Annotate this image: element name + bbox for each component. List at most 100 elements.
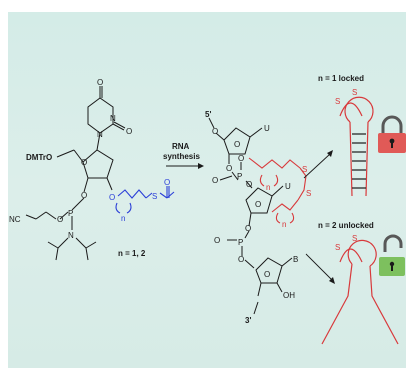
unlocked-label: n = 2 unlocked <box>318 221 374 230</box>
oxygen-label: O <box>238 255 244 264</box>
ring-nitrogen-label: N <box>97 130 103 139</box>
stem-strand-right <box>365 121 369 197</box>
sulfur-label: S <box>306 189 311 198</box>
bond <box>276 282 283 293</box>
phosphorus-label: P <box>238 238 243 247</box>
amine-nitrogen-label: N <box>68 231 74 240</box>
bond <box>55 247 59 261</box>
bond <box>257 282 262 297</box>
repeat-n-label: n <box>282 220 286 229</box>
bond <box>71 197 85 211</box>
three-prime-label: 3' <box>245 316 251 325</box>
sulfur-label: S <box>152 192 157 201</box>
arrow-head <box>198 163 204 169</box>
figure-panel <box>8 12 406 368</box>
oxygen-label: O <box>264 270 270 279</box>
bond <box>57 237 69 249</box>
bond <box>83 177 89 193</box>
staple-bracket-top <box>259 174 279 187</box>
bond <box>45 211 57 220</box>
oxygen-label: O <box>246 180 252 189</box>
carbonyl-bond <box>113 121 126 129</box>
base-bond <box>249 127 263 138</box>
rna-product <box>208 117 293 315</box>
hairpin-loop <box>344 96 374 123</box>
thioester-oxygen-label: O <box>164 178 170 187</box>
disulfide-staple <box>248 157 307 224</box>
bond <box>244 230 250 239</box>
phosphoramidite-reagent <box>25 86 126 261</box>
linker-bracket <box>115 202 132 214</box>
sulfur-label: S <box>352 234 357 243</box>
bond <box>248 212 252 227</box>
nitrile-label: NC <box>9 215 21 224</box>
oxygen-label: O <box>81 191 87 200</box>
oxygen-label: O <box>255 200 261 209</box>
oxygen-label: O <box>57 215 63 224</box>
uracil-label: U <box>264 124 270 133</box>
repeat-n-label: n <box>266 183 270 192</box>
bond <box>215 132 225 141</box>
bond <box>244 259 255 269</box>
hydroxyl-label: OH <box>283 291 295 300</box>
ribose-ring-3 <box>255 257 283 284</box>
dmtr-label: DMTrO <box>26 153 52 162</box>
bond <box>159 192 168 199</box>
bond <box>47 241 59 249</box>
unlocked-arrow <box>305 253 333 281</box>
open-strand-left <box>321 263 353 345</box>
staple-chain-bottom <box>271 199 299 213</box>
oxygen-label: O <box>245 224 251 233</box>
carbonyl-bond <box>112 123 125 131</box>
bond <box>145 192 153 199</box>
phosphorus-label: P <box>68 209 73 218</box>
locked-label: n = 1 locked <box>318 74 364 83</box>
bond <box>25 214 37 220</box>
loop-left-link <box>339 248 363 263</box>
locked-arrow <box>303 153 331 179</box>
lock-closed-icon <box>378 115 406 153</box>
oxygen-label: O <box>238 154 244 163</box>
sulfur-label: S <box>335 243 340 252</box>
bond <box>253 301 259 315</box>
staple-bracket-bottom <box>275 212 295 224</box>
unlocked-arrow-head <box>329 277 335 284</box>
oxygen-label: O <box>109 193 115 202</box>
ring-oxygen-label: O <box>81 158 87 167</box>
ribose-ring-1 <box>223 127 251 155</box>
bond <box>35 211 47 220</box>
bond <box>166 191 175 199</box>
five-prime-label: 5' <box>205 110 211 119</box>
repeat-n-label: n <box>121 214 125 223</box>
locked-arrow-head <box>327 150 333 157</box>
sulfur-label: S <box>352 88 357 97</box>
thioester-linker <box>115 186 175 214</box>
phosphorus-label: P <box>237 172 242 181</box>
lock-open-icon <box>379 234 405 276</box>
oxygen-label: O <box>212 127 218 136</box>
arrow-label-line2: synthesis <box>163 152 200 161</box>
bond <box>73 149 84 163</box>
synthesis-arrow: RNA synthesis <box>163 142 204 169</box>
locked-hairpin: n = 1 locked S S <box>318 74 406 197</box>
bond <box>245 180 253 189</box>
open-strand-right <box>369 265 399 345</box>
base-bond <box>281 257 293 267</box>
bond <box>208 117 215 129</box>
ring-nitrogen-label: N <box>110 114 116 123</box>
oxygen-label: O <box>226 164 232 173</box>
bond <box>56 149 75 158</box>
oxygen-label: O <box>214 236 220 245</box>
staple-chain-top <box>248 157 301 169</box>
ribose-ring <box>82 149 114 179</box>
linker-chain <box>117 189 147 199</box>
stem-strand-left <box>349 121 353 197</box>
uracil-label: U <box>285 182 291 191</box>
unlocked-hairpin: n = 2 unlocked S S <box>318 221 405 345</box>
bond <box>85 241 97 249</box>
sulfur-label: S <box>335 97 340 106</box>
n-values-label: n = 1, 2 <box>118 249 146 258</box>
bond <box>231 171 239 181</box>
